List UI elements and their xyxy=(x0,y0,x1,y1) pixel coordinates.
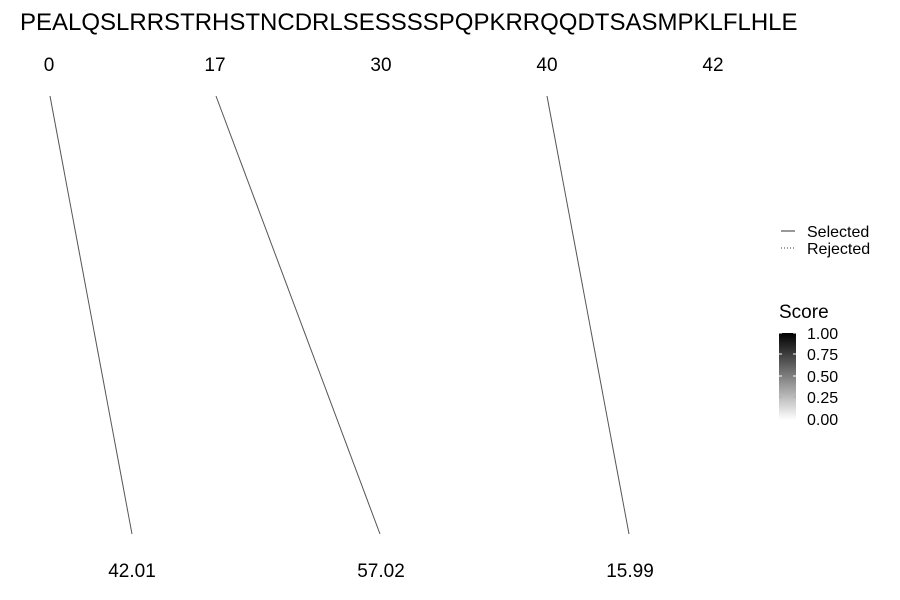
sequence-title: PEALQSLRRSTRHSTNCDRLSESSSSPQPKRRQQDTSASM… xyxy=(20,9,798,36)
legend-label-rejected: Rejected xyxy=(807,241,870,258)
fragment-line xyxy=(49,95,133,535)
score-tick-label: 1.00 xyxy=(807,326,838,343)
top-position-labels: 0 17 30 40 42 xyxy=(44,55,724,76)
fragment-lines xyxy=(49,95,630,535)
score-tick-label: 0.75 xyxy=(807,347,838,364)
score-tick-label: 0.00 xyxy=(807,412,838,429)
top-position-label: 0 xyxy=(44,55,55,76)
bottom-mass-label: 57.02 xyxy=(357,561,405,582)
bottom-mass-label: 42.01 xyxy=(108,561,156,582)
fragment-line xyxy=(215,95,381,535)
line-type-legend: Selected Rejected xyxy=(781,224,870,258)
bottom-mass-labels: 42.01 57.02 15.99 xyxy=(108,561,654,582)
score-colorbar xyxy=(779,333,796,420)
legend-label-selected: Selected xyxy=(807,224,869,241)
top-position-label: 40 xyxy=(536,55,557,76)
fragment-line xyxy=(546,95,630,535)
bottom-mass-label: 15.99 xyxy=(606,561,654,582)
score-tick-label: 0.50 xyxy=(807,369,838,386)
top-position-label: 30 xyxy=(370,55,391,76)
top-position-label: 42 xyxy=(702,55,723,76)
score-tick-label: 0.25 xyxy=(807,390,838,407)
score-legend-title: Score xyxy=(779,302,829,323)
score-legend: Score 1.00 0.75 0.50 0.25 0.00 xyxy=(779,302,838,429)
top-position-label: 17 xyxy=(204,55,225,76)
